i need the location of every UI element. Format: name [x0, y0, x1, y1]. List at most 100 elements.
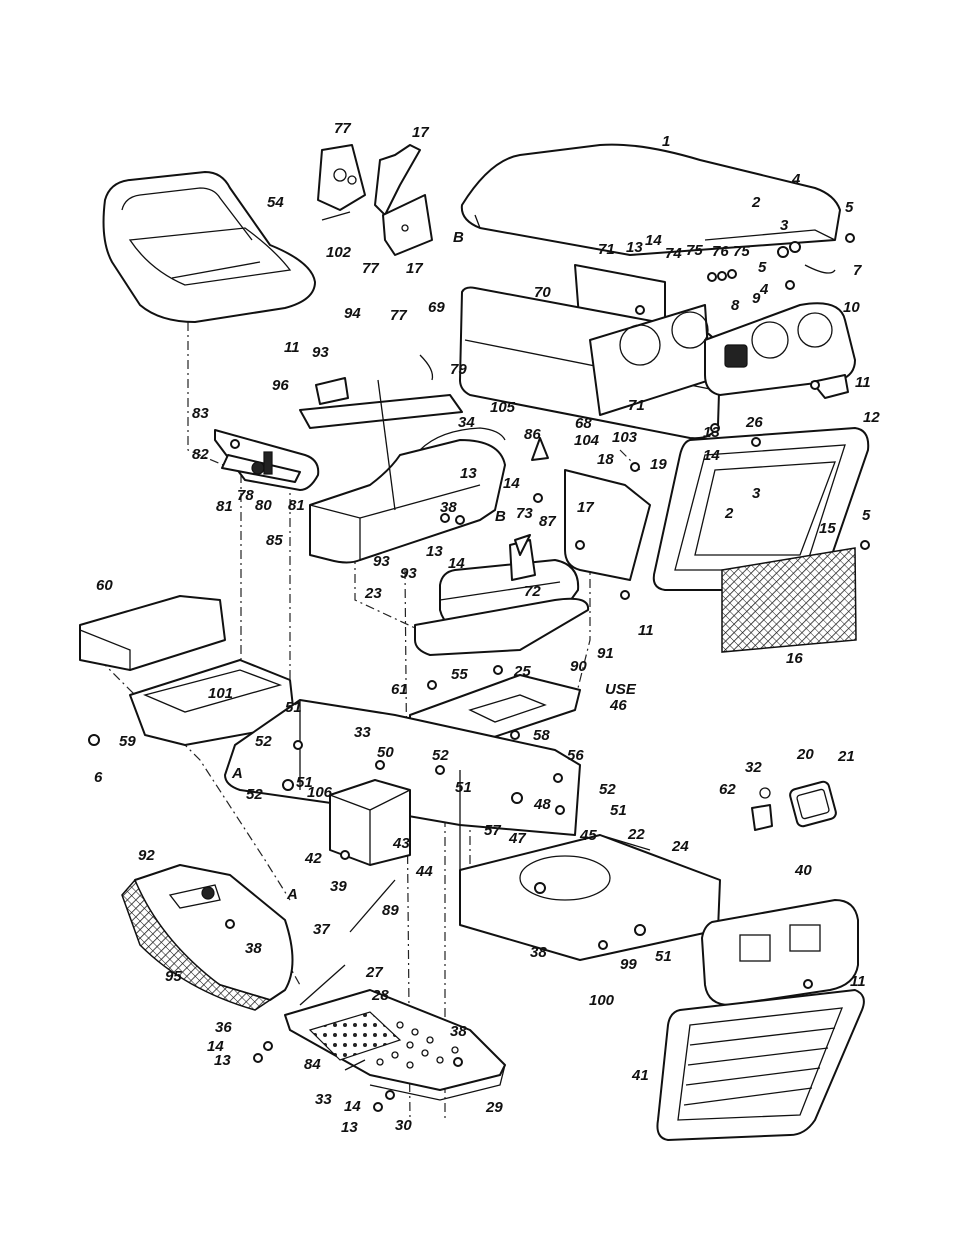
callout-label: 77 [362, 260, 379, 277]
callout-label: 11 [855, 374, 871, 391]
callout-label: 81 [288, 497, 305, 514]
battery-cover [79, 595, 226, 671]
callout-label: 46 [609, 697, 627, 714]
callout-label: 52 [599, 781, 616, 798]
callout-label: 27 [365, 964, 383, 981]
callout-label: 70 [534, 284, 551, 301]
callout-label: 100 [589, 992, 615, 1009]
callout-label: 51 [655, 948, 672, 965]
callout-label: 83 [192, 405, 209, 422]
callout-label: 68 [575, 415, 592, 432]
callout-label: 56 [567, 747, 584, 764]
callout-label: 30 [395, 1117, 412, 1134]
callout-label: 58 [533, 727, 550, 744]
callout-label: 99 [620, 956, 637, 973]
callout-label: 72 [524, 583, 541, 600]
callout-label: 11 [850, 973, 866, 990]
callout-label: 96 [272, 377, 289, 394]
callout-label: 93 [373, 553, 390, 570]
callout-label: 17 [406, 260, 423, 277]
callout-label: 57 [484, 822, 501, 839]
callout-label: 94 [344, 305, 361, 322]
callout-label: 52 [246, 786, 263, 803]
callout-label: 36 [215, 1019, 232, 1036]
callout-label: 41 [631, 1067, 649, 1084]
callout-label: 40 [794, 862, 812, 879]
callout-label: 45 [579, 827, 597, 844]
callout-label: 101 [208, 685, 233, 702]
callout-label: 16 [786, 650, 803, 667]
callout-label: 104 [574, 432, 600, 449]
callout-label: 38 [440, 499, 457, 516]
callout-label: 4 [791, 171, 801, 188]
callout-label: 82 [192, 446, 209, 463]
callout-label: 33 [354, 724, 371, 741]
floor-plate-holes [376, 1021, 459, 1069]
callout-label: 60 [96, 577, 113, 594]
callout-label: 14 [703, 447, 720, 464]
callout-label: 39 [330, 878, 347, 895]
bracket-assembly-top [317, 144, 433, 256]
callout-label: 103 [612, 429, 638, 446]
callout-label: 85 [266, 532, 283, 549]
callout-label: 23 [364, 585, 382, 602]
callout-label: 13 [426, 543, 443, 560]
callout-label: 51 [455, 779, 472, 796]
callout-label: 93 [400, 565, 417, 582]
callout-label: 17 [412, 124, 429, 141]
callout-label: 51 [296, 774, 313, 791]
battery [329, 779, 411, 866]
callout-label: 71 [628, 397, 645, 414]
callout-label: 13 [626, 239, 643, 256]
callout-label: 80 [255, 497, 272, 514]
callout-label: 48 [533, 796, 551, 813]
callout-label: 77 [390, 307, 407, 324]
callout-label: 106 [307, 784, 333, 801]
callout-label: 32 [745, 759, 762, 776]
callout-label: 71 [598, 241, 615, 258]
callout-label: 93 [312, 344, 329, 361]
callout-label: 33 [315, 1091, 332, 1108]
seat [102, 171, 316, 323]
callout-label: 54 [267, 194, 284, 211]
callout-label: 47 [508, 830, 526, 847]
callout-label: A [286, 886, 298, 903]
callout-label: 43 [392, 835, 410, 852]
callout-label: 102 [326, 244, 352, 261]
callout-label: 42 [304, 850, 322, 867]
callout-label: 3 [752, 485, 761, 502]
callout-label: 14 [344, 1098, 361, 1115]
callout-label: USE [605, 681, 637, 698]
callout-label: 13 [214, 1052, 231, 1069]
floor-plate [284, 989, 506, 1101]
callout-label: 10 [843, 299, 860, 316]
callout-label: 51 [610, 802, 627, 819]
callout-label: 24 [671, 838, 689, 855]
callout-label: 5 [845, 199, 854, 216]
callout-label: 92 [138, 847, 155, 864]
callout-label: 37 [313, 921, 330, 938]
callout-label: 38 [245, 940, 262, 957]
callout-label: 55 [451, 666, 468, 683]
callout-label: 5 [758, 259, 767, 276]
callout-label: 14 [207, 1038, 224, 1055]
side-panel [564, 469, 651, 581]
callout-label: 89 [382, 902, 399, 919]
callout-label: 28 [371, 987, 389, 1004]
callout-label: 90 [570, 658, 587, 675]
callout-label: 2 [751, 194, 761, 211]
callout-label: 26 [745, 414, 763, 431]
callout-label: 59 [119, 733, 136, 750]
callout-label: 1 [662, 133, 670, 150]
callout-label: 78 [237, 487, 254, 504]
callout-label: 21 [837, 748, 855, 765]
callout-labels: 77 17 54 102 77 17 1 B 4 5 2 3 13 14 74 … [94, 120, 880, 1136]
callout-label: 51 [285, 699, 302, 716]
callout-label: 50 [377, 744, 394, 761]
callout-label: B [453, 229, 464, 246]
callout-label: 3 [780, 217, 789, 234]
frame [224, 699, 721, 961]
callout-label: 62 [719, 781, 736, 798]
callout-label: 19 [650, 456, 667, 473]
callout-label: 74 [665, 245, 682, 262]
